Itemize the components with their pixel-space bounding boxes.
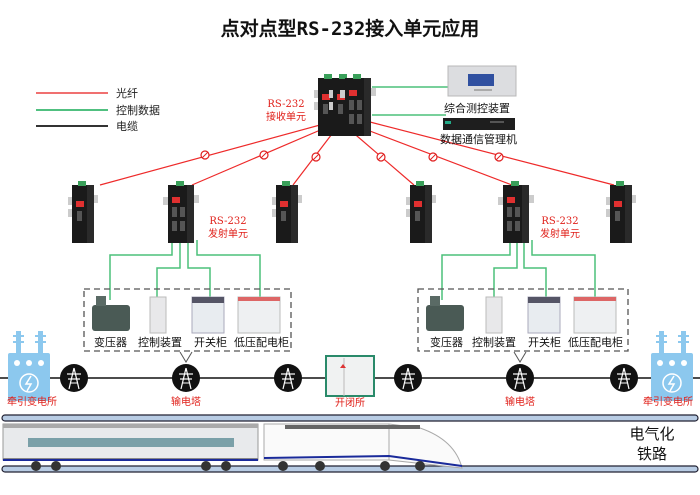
- equipment-label: 控制装置: [138, 336, 182, 349]
- low-voltage-cabinet-icon: [573, 296, 617, 334]
- legend-fiber-line: [36, 92, 108, 94]
- fiber-break-markers: [200, 150, 504, 162]
- fiber-link: [369, 121, 615, 186]
- equipment-group-box: [83, 288, 292, 352]
- fiber-break-icon: [259, 150, 269, 160]
- fiber-endpoint-device: [272, 181, 302, 243]
- transmission-tower-icon: [505, 363, 535, 393]
- receiver-label: RS-232 接收单元: [266, 99, 306, 123]
- control-cabinet-icon: [149, 296, 167, 334]
- control-cabinet-icon: [485, 296, 503, 334]
- transmission-tower-icon: [393, 363, 423, 393]
- switch-station-icon: [325, 355, 375, 397]
- transmission-tower-icon: [171, 363, 201, 393]
- fiber-endpoint-device: [68, 181, 98, 243]
- equipment-label: 低压配电柜: [234, 336, 289, 349]
- fiber-break-icon: [494, 152, 504, 162]
- transformer-icon: [426, 296, 464, 331]
- rail-bottom: [1, 465, 699, 473]
- equipment-label: 控制装置: [472, 336, 516, 349]
- fiber-link: [99, 124, 321, 186]
- equipment-label: 低压配电柜: [568, 336, 623, 349]
- transmitter-label-right: RS-232 发射单元: [540, 216, 580, 240]
- equipment-label: 变压器: [430, 336, 463, 349]
- switchgear-icon: [191, 296, 225, 334]
- fiber-endpoint-device: [606, 181, 636, 243]
- switch-station-label: 开闭所: [335, 398, 365, 409]
- integrated-control-device: [447, 65, 517, 97]
- diagram-title: 点对点型RS-232接入单元应用: [220, 18, 480, 40]
- legend-fiber-label: 光纤: [116, 87, 138, 100]
- transmission-tower-icon: [59, 363, 89, 393]
- tower-label-right: 输电塔: [505, 397, 535, 408]
- rs232-receiver-unit: [314, 74, 376, 136]
- transmitter-label-left: RS-232 发射单元: [208, 216, 248, 240]
- train-icon: [2, 423, 463, 471]
- fiber-break-icon: [200, 150, 210, 160]
- tower-label-left: 输电塔: [171, 397, 201, 408]
- equipment-group-box: [417, 288, 629, 352]
- rs232-transmitter-unit: [498, 181, 534, 243]
- low-voltage-cabinet-icon: [237, 296, 281, 334]
- legend-control-label: 控制数据: [116, 104, 160, 117]
- traction-substation-icon: [7, 330, 51, 402]
- legend-cable-line: [36, 125, 108, 127]
- rs232-transmitter-unit: [163, 181, 199, 243]
- switchgear-icon: [527, 296, 561, 334]
- integrated-control-device-label: 综合测控装置: [444, 102, 510, 115]
- transmission-tower-icon: [273, 363, 303, 393]
- transformer-icon: [92, 296, 130, 331]
- control-data-links: [109, 86, 596, 300]
- equipment-label: 开关柜: [194, 336, 227, 349]
- railway-label: 电气化 铁路: [629, 425, 675, 463]
- fiber-break-icon: [311, 152, 321, 162]
- substation-label-left: 牵引变电所: [7, 397, 57, 408]
- substation-label-right: 牵引变电所: [643, 397, 693, 408]
- fiber-endpoint-device: [406, 181, 436, 243]
- legend-control-line: [36, 109, 108, 111]
- legend-cable-label: 电缆: [116, 120, 138, 133]
- rail-top: [1, 414, 699, 422]
- traction-substation-icon: [650, 330, 694, 402]
- equipment-label: 变压器: [94, 336, 127, 349]
- fiber-break-icon: [428, 152, 438, 162]
- equipment-label: 开关柜: [528, 336, 561, 349]
- data-comm-manager: [443, 118, 515, 130]
- data-comm-manager-label: 数据通信管理机: [440, 133, 517, 146]
- fiber-break-icon: [376, 152, 386, 162]
- transmission-tower-icon: [609, 363, 639, 393]
- fiber-link: [191, 127, 326, 186]
